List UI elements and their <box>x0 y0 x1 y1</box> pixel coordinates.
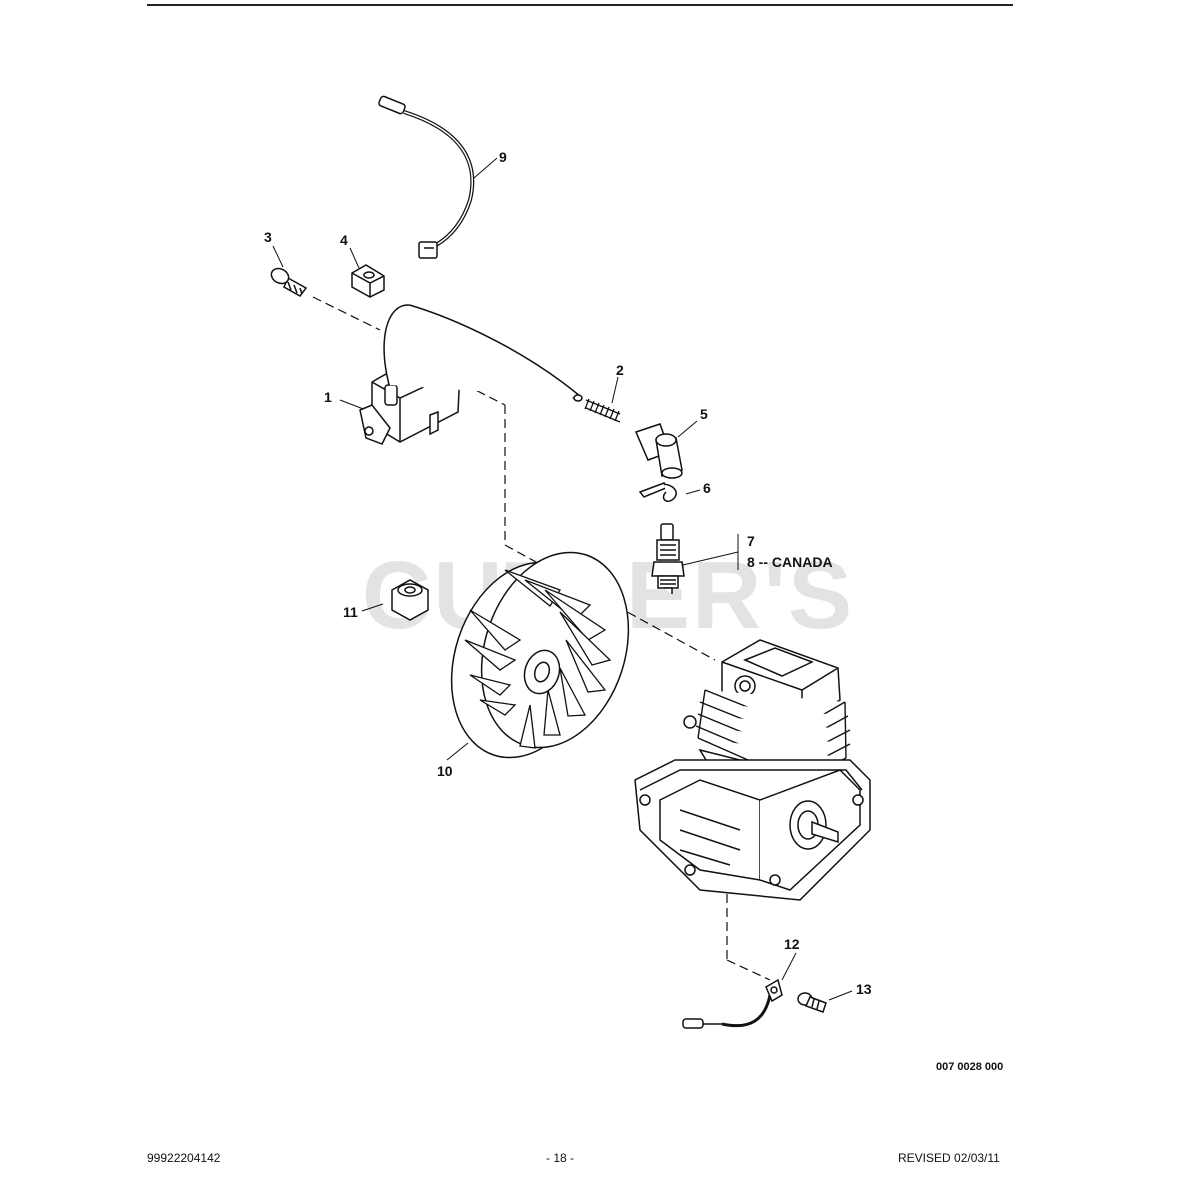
callout-3: 3 <box>264 229 272 245</box>
callout-6: 6 <box>703 480 711 496</box>
ignition-coil-part-1 <box>359 304 583 445</box>
screw-part-3 <box>270 267 308 297</box>
engine-cylinder-crankcase <box>634 639 871 901</box>
callout-5: 5 <box>700 406 708 422</box>
callout-4: 4 <box>340 232 348 248</box>
leader-lines <box>272 157 853 1001</box>
spring-clip-part-6 <box>638 482 677 503</box>
callout-2: 2 <box>616 362 624 378</box>
spark-plug-part-7 <box>651 523 685 594</box>
callout-8: 8 -- CANADA <box>747 554 833 570</box>
footer-page-number: - 18 - <box>546 1151 575 1165</box>
footer-revised-date: REVISED 02/03/11 <box>898 1151 1000 1165</box>
top-rule <box>147 4 1013 6</box>
flywheel-nut-part-11 <box>391 579 429 621</box>
footer-part-number: 99922204142 <box>147 1151 221 1165</box>
ground-wire-part-9 <box>378 95 475 259</box>
spring-part-2 <box>584 398 621 423</box>
flywheel-part-10 <box>450 551 630 759</box>
grommet-part-4 <box>351 264 385 298</box>
callout-13: 13 <box>856 981 872 997</box>
callout-7: 7 <box>747 533 755 549</box>
callout-11: 11 <box>343 604 358 620</box>
callout-9: 9 <box>499 149 507 165</box>
callout-1: 1 <box>324 389 332 405</box>
callout-12: 12 <box>784 936 800 952</box>
drawing-number: 007 0028 000 <box>936 1061 1004 1073</box>
ground-lead-part-12 <box>682 978 783 1029</box>
spark-plug-boot-part-5 <box>634 423 683 479</box>
screw-part-13 <box>797 992 827 1013</box>
callout-10: 10 <box>437 763 453 779</box>
